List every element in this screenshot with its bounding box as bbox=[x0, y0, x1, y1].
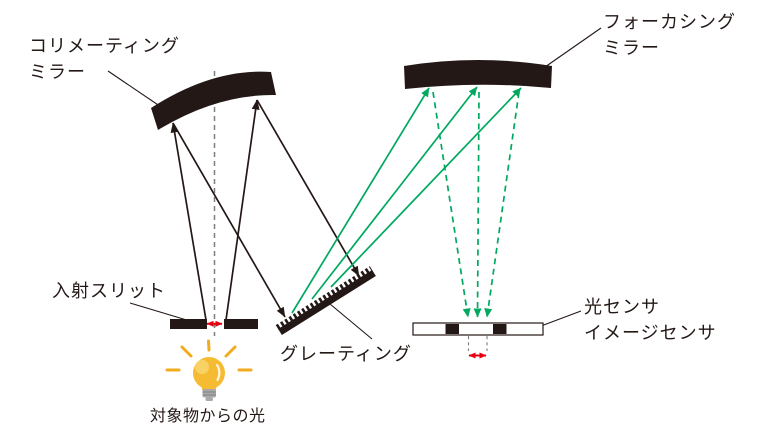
sensor-cell-1 bbox=[445, 324, 459, 334]
bulb-nub bbox=[205, 397, 213, 401]
focusing-mirror-label: フォーカシング ミラー bbox=[603, 12, 736, 58]
entrance-slit bbox=[170, 319, 258, 329]
light-bulb-icon bbox=[165, 339, 253, 401]
collimated-ray-2 bbox=[256, 99, 360, 277]
bulb-base bbox=[202, 389, 216, 398]
bulb-shine bbox=[215, 363, 221, 382]
dispersed-ray-2 bbox=[311, 86, 478, 300]
collimated-ray-1 bbox=[172, 122, 286, 318]
bulb-ray-up-right bbox=[224, 345, 237, 358]
sensor-cell-2 bbox=[493, 324, 507, 334]
image-sensor-label: 光センサ イメージセンサ bbox=[584, 297, 717, 343]
incident-ray-1 bbox=[170, 122, 207, 321]
focusing-mirror bbox=[404, 60, 552, 89]
bulb-ray-up-left bbox=[180, 345, 193, 358]
collimating-mirror-label: コリメーティング ミラー bbox=[29, 36, 180, 82]
grating bbox=[275, 266, 376, 335]
focusing-mirror-leader bbox=[544, 27, 602, 68]
collimating-mirror bbox=[151, 71, 276, 130]
focused-ray-2 bbox=[473, 91, 482, 318]
slit-bar-left bbox=[170, 319, 207, 329]
sensor-body bbox=[412, 322, 544, 336]
grating-leader bbox=[329, 303, 373, 340]
slit-bar-right bbox=[224, 319, 258, 329]
grating-teeth bbox=[275, 266, 373, 330]
incident-ray-2 bbox=[225, 99, 260, 321]
bulb-highlight bbox=[195, 360, 209, 374]
bulb-ray-up bbox=[207, 339, 211, 352]
focused-ray-3 bbox=[484, 91, 520, 318]
light-source-label: 対象物からの光 bbox=[150, 408, 266, 425]
dispersed-ray-1 bbox=[291, 87, 430, 314]
entrance-slit-label: 入射スリット bbox=[52, 281, 166, 301]
grating-label: グレーティング bbox=[280, 344, 412, 364]
image-sensor bbox=[412, 322, 544, 336]
grating-bar bbox=[278, 270, 376, 335]
dispersed-ray-3 bbox=[330, 87, 522, 288]
focused-ray-1 bbox=[432, 91, 471, 318]
entrance-slit-leader bbox=[129, 302, 191, 322]
